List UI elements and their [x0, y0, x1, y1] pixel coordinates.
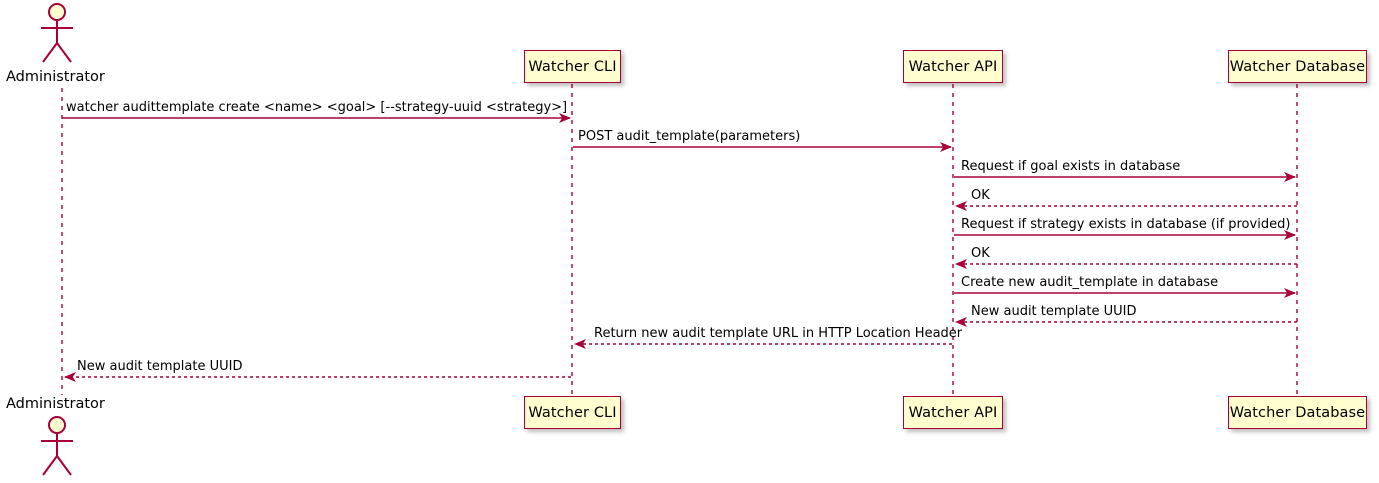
message-label-1: watcher audittemplate create <name> <goa… — [66, 100, 568, 115]
participant-box-watcher-cli-bottom[interactable]: Watcher CLI — [524, 396, 621, 429]
message-label-3: Request if goal exists in database — [961, 159, 1181, 174]
actor-label-administrator-bottom: Administrator — [6, 396, 105, 412]
message-label-9: Return new audit template URL in HTTP Lo… — [594, 326, 963, 341]
actor-figure-top — [41, 3, 73, 63]
message-label-7: Create new audit_template in database — [961, 275, 1219, 290]
message-label-2: POST audit_template(parameters) — [578, 129, 801, 144]
message-label-10: New audit template UUID — [77, 359, 243, 374]
participant-box-watcher-cli-top[interactable]: Watcher CLI — [524, 50, 621, 83]
participant-box-watcher-database-bottom[interactable]: Watcher Database — [1228, 396, 1367, 429]
participant-box-watcher-database-top[interactable]: Watcher Database — [1228, 50, 1367, 83]
actor-figure-bottom — [41, 416, 73, 476]
message-label-5: Request if strategy exists in database (… — [961, 217, 1291, 232]
message-label-4: OK — [971, 188, 990, 203]
participant-box-watcher-api-top[interactable]: Watcher API — [903, 50, 1003, 83]
message-arrows — [62, 113, 1297, 382]
actor-label-administrator-top: Administrator — [6, 69, 105, 85]
message-label-8: New audit template UUID — [971, 304, 1137, 319]
participant-box-watcher-api-bottom[interactable]: Watcher API — [903, 396, 1003, 429]
lifelines — [61, 84, 1298, 396]
message-label-6: OK — [971, 246, 990, 261]
